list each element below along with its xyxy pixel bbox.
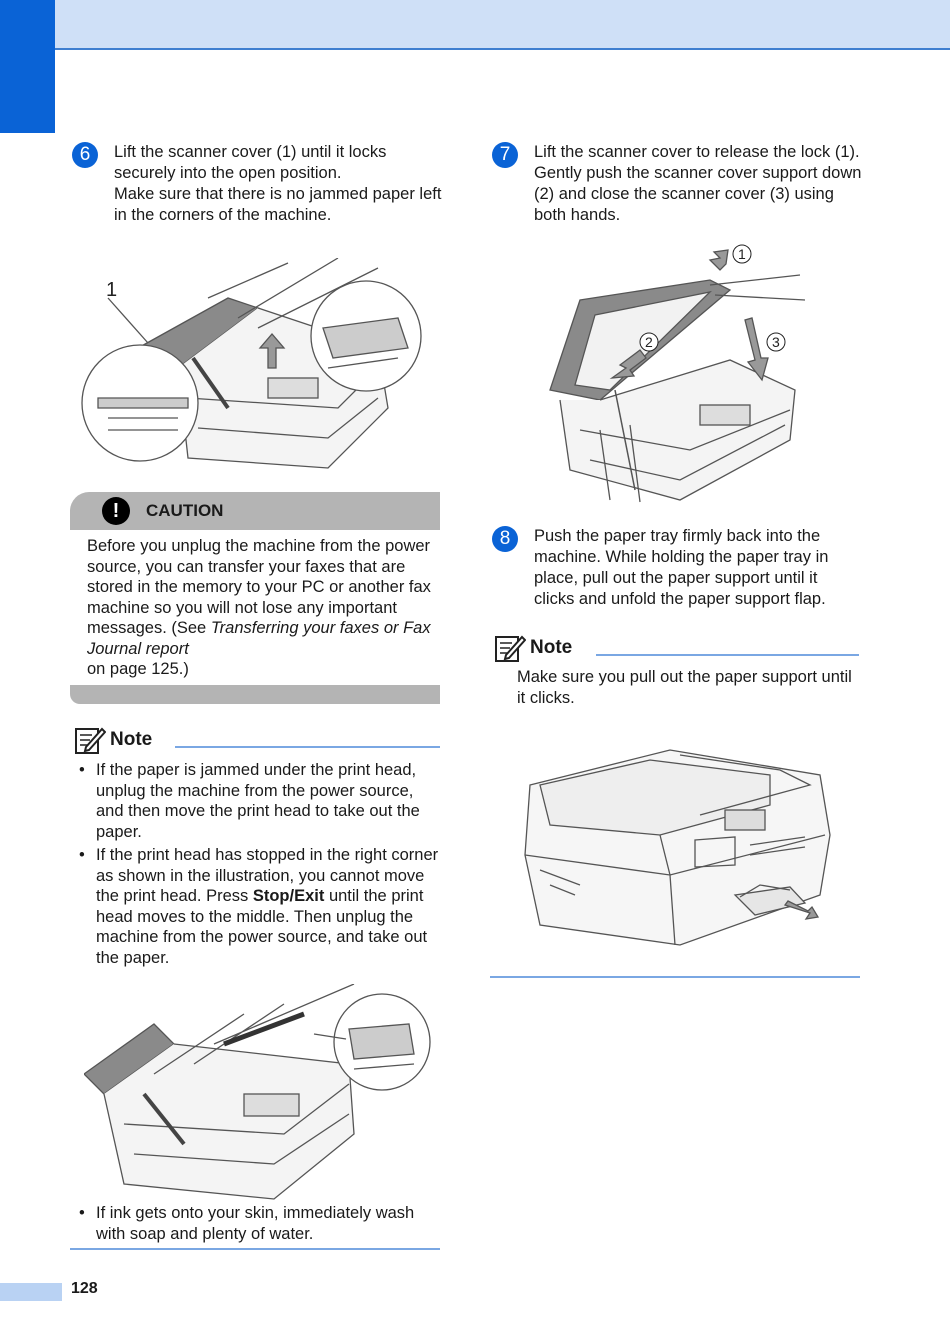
note-right-header: Note xyxy=(494,633,572,663)
caution-link[interactable]: Transferring your faxes or Fax Journal r… xyxy=(87,619,431,658)
note-left-bullets: • If the paper is jammed under the print… xyxy=(70,760,440,971)
step-6: 6 Lift the scanner cover (1) until it lo… xyxy=(72,142,442,226)
illustration-scanner-cover-open: 1 xyxy=(81,258,422,469)
pencil-note-icon xyxy=(495,635,526,662)
header-band xyxy=(0,0,950,50)
page-number-tab xyxy=(0,1283,62,1301)
illustration-print-head xyxy=(84,984,431,1200)
bullet-3-text: If ink gets onto your skin, immediately … xyxy=(96,1204,415,1243)
note-right-text: Make sure you pull out the paper support… xyxy=(517,668,852,707)
step-8: 8 Push the paper tray firmly back into t… xyxy=(492,526,862,610)
caution-text-end: on page 125.) xyxy=(87,660,189,678)
page-number: 128 xyxy=(71,1280,98,1297)
note-left-end-rule xyxy=(70,1248,440,1250)
list-item: • If ink gets onto your skin, immediatel… xyxy=(70,1203,440,1244)
callout-circled-2: 2 xyxy=(645,334,653,350)
step-8-text: Push the paper tray firmly back into the… xyxy=(534,527,829,608)
list-item: • If the print head has stopped in the r… xyxy=(79,846,439,967)
note-left-bullets-end: • If ink gets onto your skin, immediatel… xyxy=(70,1203,440,1247)
illustration-paper-support xyxy=(524,749,831,946)
step-7: 7 Lift the scanner cover to release the … xyxy=(492,142,862,226)
note-right-end-rule xyxy=(490,976,860,978)
bullet-1-text: If the paper is jammed under the print h… xyxy=(96,761,420,841)
callout-1: 1 xyxy=(106,279,117,301)
bullet-2-text: If the print head has stopped in the rig… xyxy=(96,846,439,967)
illustration-close-scanner-cover: 1 2 3 xyxy=(549,244,806,503)
note-right-title: Note xyxy=(530,637,573,658)
step-7-badge: 7 xyxy=(492,142,518,168)
callout-circled-1: 1 xyxy=(738,246,746,262)
step-6-line-1: Lift the scanner cover (1) until it lock… xyxy=(114,143,387,182)
step-7-text: Lift the scanner cover to release the lo… xyxy=(534,143,862,224)
list-item: • If the paper is jammed under the print… xyxy=(70,760,440,842)
chapter-tab xyxy=(0,0,55,133)
callout-circled-3: 3 xyxy=(772,334,780,350)
note-left-title: Note xyxy=(110,729,153,750)
caution-footer-bar xyxy=(70,685,440,704)
note-left-header: Note xyxy=(74,725,152,755)
caution-header: ! CAUTION xyxy=(70,492,440,530)
caution-text-main: Before you unplug the machine from the p… xyxy=(87,537,431,637)
exclamation-icon: ! xyxy=(102,497,130,525)
caution-text: Before you unplug the machine from the p… xyxy=(70,530,440,680)
step-6-line-2: Make sure that there is no jammed paper … xyxy=(114,185,442,224)
step-6-badge: 6 xyxy=(72,142,98,168)
step-6-text: Lift the scanner cover (1) until it lock… xyxy=(114,142,442,226)
caution-box: ! CAUTION Before you unplug the machine … xyxy=(70,492,440,680)
pencil-note-icon xyxy=(75,727,106,754)
step-8-badge: 8 xyxy=(492,526,518,552)
note-left-rule xyxy=(175,746,440,748)
stop-exit-key: Stop/Exit xyxy=(252,887,325,905)
note-right-rule xyxy=(596,654,859,656)
caution-title: CAUTION xyxy=(146,501,224,520)
